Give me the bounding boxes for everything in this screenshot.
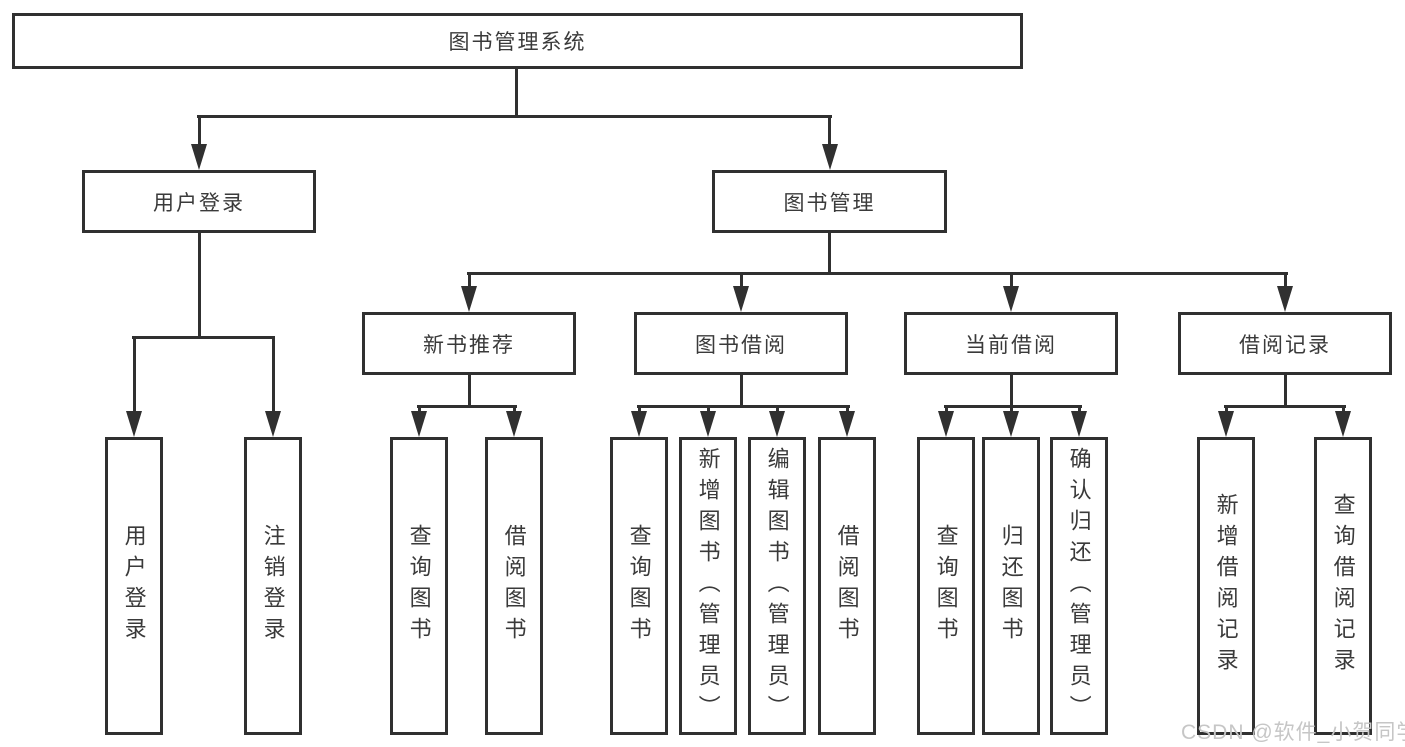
leaf-query-borrow-record: 查询借阅记录 bbox=[1314, 437, 1372, 735]
leaf-query-book-current: 查询图书 bbox=[917, 437, 975, 735]
connector-drop bbox=[1010, 405, 1013, 414]
arrowhead-leaf bbox=[938, 411, 954, 437]
leaf-confirm-return-admin: 确认归还（管理员） bbox=[1050, 437, 1108, 735]
connector-drop bbox=[945, 405, 948, 414]
arrowhead-book-management bbox=[822, 144, 838, 170]
connector-book-borrow-trunk bbox=[740, 374, 743, 408]
leaf-borrow-book: 借阅图书 bbox=[818, 437, 876, 735]
connector-drop bbox=[846, 405, 849, 414]
connector-drop-current-borrow bbox=[1010, 272, 1013, 289]
connector-new-book-trunk bbox=[468, 374, 471, 408]
arrowhead-leaf bbox=[506, 411, 522, 437]
connector-current-borrow-trunk bbox=[1010, 374, 1013, 408]
arrowhead-leaf bbox=[769, 411, 785, 437]
csdn-watermark: CSDN @软件_小贺同学 bbox=[1181, 721, 1405, 744]
node-current-borrow: 当前借阅 bbox=[904, 312, 1118, 375]
connector-drop-book-borrow bbox=[740, 272, 743, 289]
connector-root-trunk bbox=[515, 67, 518, 117]
connector-book-management-trunk bbox=[828, 232, 831, 274]
leaf-query-book-recommend: 查询图书 bbox=[390, 437, 448, 735]
arrowhead-leaf bbox=[631, 411, 647, 437]
node-user-login: 用户登录 bbox=[82, 170, 316, 233]
leaf-query-book-borrow: 查询图书 bbox=[610, 437, 668, 735]
connector-drop bbox=[638, 405, 641, 414]
arrowhead-leaf bbox=[1335, 411, 1351, 437]
arrowhead-user-login bbox=[191, 144, 207, 170]
arrowhead-leaf bbox=[1003, 411, 1019, 437]
connector-drop bbox=[1225, 405, 1228, 414]
leaf-user-login: 用户登录 bbox=[105, 437, 163, 735]
node-book-management: 图书管理 bbox=[712, 170, 947, 233]
arrowhead-book-borrow bbox=[733, 286, 749, 312]
connector-borrow-records-bar bbox=[1224, 405, 1346, 408]
connector-drop bbox=[707, 405, 710, 414]
connector-drop bbox=[776, 405, 779, 414]
leaf-logout: 注销登录 bbox=[244, 437, 302, 735]
connector-drop bbox=[1078, 405, 1081, 414]
leaf-borrow-book-recommend: 借阅图书 bbox=[485, 437, 543, 735]
connector-drop-user-login bbox=[198, 115, 201, 147]
node-book-management-system: 图书管理系统 bbox=[12, 13, 1023, 69]
connector-level2-bar bbox=[197, 115, 832, 118]
connector-drop bbox=[513, 405, 516, 414]
arrowhead-leaf bbox=[1218, 411, 1234, 437]
arrowhead-new-book bbox=[461, 286, 477, 312]
connector-drop bbox=[418, 405, 421, 414]
connector-user-login-bar bbox=[132, 336, 275, 339]
connector-drop bbox=[1342, 405, 1345, 414]
connector-drop-book-management bbox=[828, 115, 831, 147]
arrowhead-leaf-user-login bbox=[126, 411, 142, 437]
arrowhead-leaf bbox=[411, 411, 427, 437]
leaf-edit-book-admin: 编辑图书（管理员） bbox=[748, 437, 806, 735]
leaf-add-borrow-record: 新增借阅记录 bbox=[1197, 437, 1255, 735]
connector-user-login-trunk bbox=[198, 232, 201, 338]
arrowhead-leaf bbox=[839, 411, 855, 437]
arrowhead-leaf bbox=[1071, 411, 1087, 437]
connector-new-book-bar bbox=[417, 405, 517, 408]
arrowhead-borrow-records bbox=[1277, 286, 1293, 312]
arrowhead-current-borrow bbox=[1003, 286, 1019, 312]
connector-drop-borrow-records bbox=[1284, 272, 1287, 289]
arrowhead-leaf bbox=[700, 411, 716, 437]
connector-level3-bar bbox=[467, 272, 1288, 275]
connector-drop-new-book bbox=[468, 272, 471, 289]
node-borrow-records: 借阅记录 bbox=[1178, 312, 1392, 375]
node-book-borrow: 图书借阅 bbox=[634, 312, 848, 375]
connector-current-borrow-bar bbox=[944, 405, 1082, 408]
leaf-return-book: 归还图书 bbox=[982, 437, 1040, 735]
arrowhead-leaf-logout bbox=[265, 411, 281, 437]
connector-drop-leaf-logout bbox=[272, 336, 275, 414]
connector-borrow-records-trunk bbox=[1284, 374, 1287, 408]
leaf-add-book-admin: 新增图书（管理员） bbox=[679, 437, 737, 735]
connector-drop-leaf-user-login bbox=[133, 336, 136, 414]
connector-book-borrow-bar bbox=[637, 405, 850, 408]
node-new-book-recommend: 新书推荐 bbox=[362, 312, 576, 375]
